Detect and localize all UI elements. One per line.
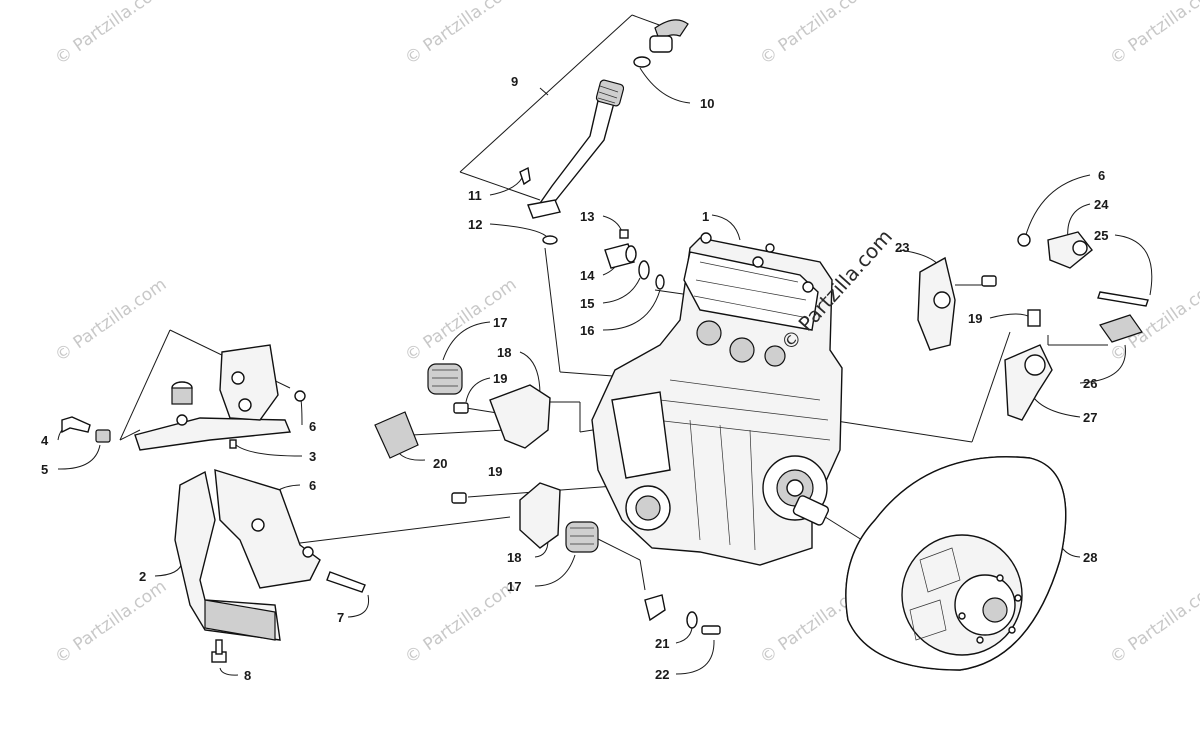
- callout-17-bottom: 17: [507, 579, 521, 594]
- callout-10: 10: [700, 96, 714, 111]
- watermark-text: © Partzilla.com: [51, 0, 170, 69]
- callout-13: 13: [580, 209, 594, 224]
- callout-2: 2: [139, 569, 146, 584]
- drive-belt-and-clutch: [845, 456, 1067, 671]
- callout-6-right: 6: [1098, 168, 1105, 183]
- callout-19-right: 19: [968, 311, 982, 326]
- watermark-text: © Partzilla.com: [51, 576, 170, 668]
- watermark-text: © Partzilla.com: [401, 576, 520, 668]
- left-mount-bracket-assembly: [61, 344, 366, 663]
- callout-28: 28: [1083, 550, 1097, 565]
- callout-22: 22: [655, 667, 669, 682]
- callout-4: 4: [41, 433, 49, 448]
- watermark-text: © Partzilla.com: [1106, 0, 1200, 69]
- callout-5: 5: [41, 462, 48, 477]
- callout-3: 3: [309, 449, 316, 464]
- callout-26: 26: [1083, 376, 1097, 391]
- callout-17-top: 17: [493, 315, 507, 330]
- callout-12: 12: [468, 217, 482, 232]
- callout-19-mid: 19: [488, 464, 502, 479]
- callout-11: 11: [468, 188, 482, 203]
- callout-16: 16: [580, 323, 594, 338]
- callout-18-top: 18: [497, 345, 511, 360]
- engine-mount-right-set: [917, 231, 1149, 421]
- engine-mount-left-set: [374, 363, 721, 635]
- callout-6-mid: 6: [309, 478, 316, 493]
- callout-25: 25: [1094, 228, 1108, 243]
- engine-block: [591, 232, 843, 566]
- callout-15: 15: [580, 296, 594, 311]
- callout-7: 7: [337, 610, 344, 625]
- watermark-text: © Partzilla.com: [756, 0, 875, 69]
- callout-6-left: 6: [309, 419, 316, 434]
- watermark-text: © Partzilla.com: [1106, 576, 1200, 668]
- callout-9: 9: [511, 74, 518, 89]
- watermark-text: © Partzilla.com: [401, 0, 520, 69]
- callout-labels: 1 2 3 4 5 6 6 6 7 8 9 10 11 12 13 14 15 …: [41, 74, 1109, 683]
- callout-8: 8: [244, 668, 251, 683]
- callout-1: 1: [702, 209, 709, 224]
- leader-lines: [57, 14, 1153, 676]
- callout-14: 14: [580, 268, 595, 283]
- callout-27: 27: [1083, 410, 1097, 425]
- callout-24: 24: [1094, 197, 1109, 212]
- dipstick-tube-assembly: [519, 19, 689, 245]
- callout-21: 21: [655, 636, 669, 651]
- callout-18-bottom: 18: [507, 550, 521, 565]
- watermark-text: © Partzilla.com: [51, 274, 170, 366]
- callout-23: 23: [895, 240, 909, 255]
- callout-19-top: 19: [493, 371, 507, 386]
- callout-20: 20: [433, 456, 447, 471]
- small-fasteners-set: [604, 229, 665, 290]
